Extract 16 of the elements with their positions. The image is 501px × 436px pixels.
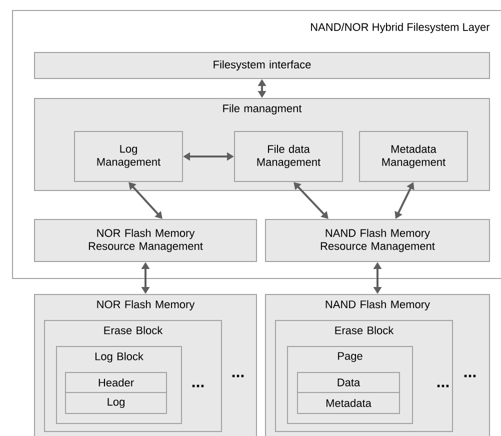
process-box: File data Management xyxy=(234,131,343,182)
field-cell: Log xyxy=(65,392,167,414)
ellipsis: ... xyxy=(464,374,476,378)
interface-box: Filesystem interface xyxy=(34,52,490,79)
ellipsis: ... xyxy=(192,384,204,388)
arrow xyxy=(128,182,162,219)
process-box: NOR Flash Memory Resource Management xyxy=(34,219,257,262)
process-box: Metadata Management xyxy=(359,131,468,182)
process-box: NAND Flash Memory Resource Management xyxy=(265,219,490,262)
field-cell: Header xyxy=(65,372,167,393)
process-box: Log Management xyxy=(74,131,183,182)
ellipsis: ... xyxy=(232,374,244,378)
ellipsis: ... xyxy=(437,384,449,388)
arrow xyxy=(294,182,328,219)
field-cell: Metadata xyxy=(297,392,400,414)
field-cell: Data xyxy=(297,372,400,393)
